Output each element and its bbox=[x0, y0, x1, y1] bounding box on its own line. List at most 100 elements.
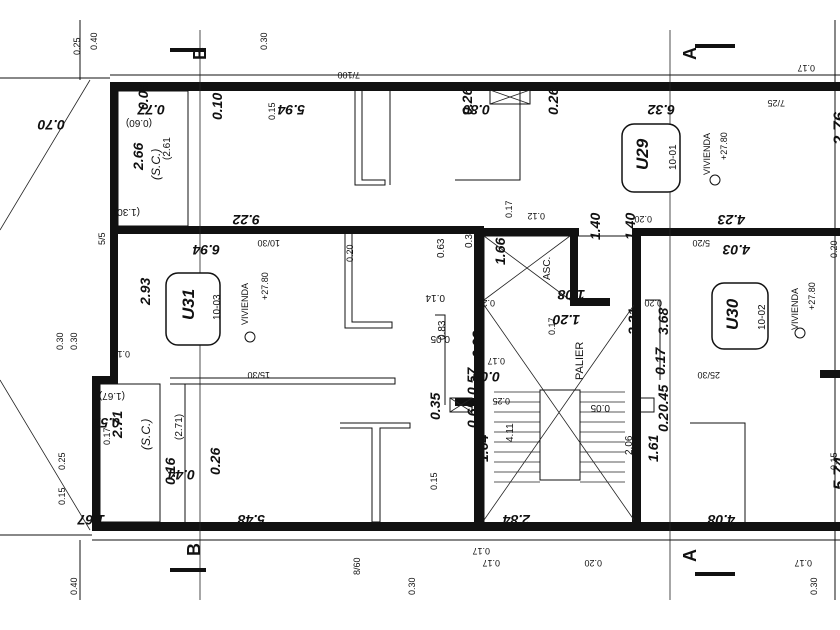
dim-label: 0.26 bbox=[207, 448, 223, 475]
dim-label: 2.93 bbox=[137, 278, 153, 306]
dim-label: 5/5 bbox=[97, 232, 107, 245]
partition-u31-b bbox=[170, 377, 396, 385]
dim-label: 0.12 bbox=[527, 211, 545, 221]
dim-label: 0.40 bbox=[89, 32, 99, 50]
dim-label: 0.17 bbox=[652, 347, 668, 375]
unit-id: U31 bbox=[179, 289, 198, 320]
dim-label: 1.08 bbox=[558, 287, 585, 303]
dim-label: 0.17 bbox=[794, 558, 812, 568]
dim-label: 0.20 bbox=[829, 240, 839, 258]
dim-label: 0.77 bbox=[137, 102, 165, 118]
wall-asc-bottom bbox=[570, 298, 610, 306]
unit-type: VIVIENDA bbox=[240, 283, 250, 325]
dim-label: 4.08 bbox=[708, 512, 736, 528]
partition-u29-a bbox=[354, 91, 386, 186]
dim-label: 0.25 bbox=[492, 396, 510, 406]
dim-label: 0.30 bbox=[55, 332, 65, 350]
dim-label: 0.15 bbox=[829, 452, 839, 470]
dim-label: 1.66 bbox=[492, 238, 508, 265]
section-markers: B B A A bbox=[170, 44, 735, 576]
dim-label: 0.17 bbox=[472, 546, 490, 556]
dim-label: 0.30 bbox=[69, 332, 79, 350]
dim-label: 0.20 bbox=[345, 244, 355, 262]
dim-label: 0.08 bbox=[473, 369, 500, 385]
stair-core bbox=[449, 89, 655, 527]
dim-label: 1.61 bbox=[645, 435, 661, 462]
dim-label: 0.40 bbox=[69, 577, 79, 595]
dim-label: 5.48 bbox=[238, 512, 265, 528]
section-a-top-label: A bbox=[680, 47, 700, 60]
dim-label: 15/30 bbox=[247, 370, 270, 380]
left-lower-wall bbox=[92, 380, 100, 530]
dim-label: 1.67 bbox=[77, 512, 105, 528]
dim-label: 0.17 bbox=[797, 63, 815, 73]
dim-label: 5/20 bbox=[692, 238, 710, 248]
dim-label: (0.60) bbox=[126, 117, 152, 128]
dim-label: 0.70 bbox=[38, 117, 65, 133]
dim-label: 3.68 bbox=[655, 308, 671, 335]
dim-label: 0.30 bbox=[259, 32, 269, 50]
dim-label: 25/30 bbox=[697, 370, 720, 380]
dim-label: 0.36 bbox=[464, 228, 475, 248]
dim-label: 1.64 bbox=[475, 435, 491, 462]
asc-label: ASC. bbox=[542, 257, 553, 280]
stair-diagonal-2 bbox=[483, 304, 635, 521]
wall-u30-top bbox=[632, 228, 840, 236]
shaft-box bbox=[449, 397, 473, 413]
dim-label: 9.22 bbox=[233, 212, 260, 228]
section-b-bottom-label: B bbox=[184, 543, 204, 556]
dim-label: 0.26 bbox=[545, 88, 561, 115]
dim-label: 0.17 bbox=[487, 356, 505, 366]
wall-mid-core bbox=[455, 398, 481, 406]
left-step-wall bbox=[92, 376, 118, 384]
section-a-bottom-bar bbox=[695, 572, 735, 576]
unit-id: U29 bbox=[633, 138, 652, 170]
dim-label: 0.20 bbox=[584, 558, 602, 568]
dim-label: 6.94 bbox=[193, 242, 220, 258]
dim-label: (2.61 bbox=[162, 137, 173, 160]
dim-label: 0.65 bbox=[464, 401, 480, 428]
dim-label: 0.26 bbox=[459, 88, 475, 115]
dim-label: 4.03 bbox=[723, 242, 751, 258]
palier-outline bbox=[483, 235, 635, 527]
dimension-labels: 5.94 0.26 0.80 0.26 6.32 0.77 0.10 0.05 … bbox=[38, 32, 840, 595]
dim-label: 0.63 bbox=[436, 238, 447, 258]
dim-label: 5.74 bbox=[830, 456, 840, 490]
sc-bottom-label: (S.C.) bbox=[139, 419, 153, 450]
dim-label: 0.22 bbox=[477, 298, 495, 308]
section-a-bottom-label: A bbox=[680, 549, 700, 562]
dim-label: 0.15 bbox=[57, 487, 67, 505]
dim-label: (1.30) bbox=[114, 206, 140, 217]
dim-label: (1.67) bbox=[99, 390, 125, 401]
partition-u30-a bbox=[690, 422, 746, 522]
window-top bbox=[489, 89, 531, 105]
dim-label: 10/30 bbox=[257, 238, 280, 248]
unit-id: U30 bbox=[723, 298, 742, 330]
dim-label: 0.05 bbox=[135, 83, 151, 110]
unit-tag-u29: U29 10-01 VIVIENDA +27.80 bbox=[621, 123, 729, 193]
dim-label: 0.44 bbox=[168, 467, 195, 483]
unit-code: 10-03 bbox=[212, 294, 223, 320]
wall-right-stub bbox=[820, 370, 840, 378]
dim-label: 2.76 bbox=[830, 111, 840, 146]
dim-label: 0.16 bbox=[162, 458, 178, 485]
wall-left-core bbox=[474, 226, 484, 526]
sc-top-label: (S.C.) bbox=[149, 149, 163, 180]
shaft-box-right bbox=[639, 397, 655, 413]
dim-label: 7/100 bbox=[337, 70, 360, 80]
dim-label: 0.17 bbox=[482, 558, 500, 568]
dim-label: 0.20 bbox=[644, 298, 662, 308]
unit-level: +27.80 bbox=[807, 282, 817, 310]
dim-label: 0.17 bbox=[102, 427, 112, 445]
dim-label: 1.40 bbox=[587, 213, 603, 240]
dim-label: 0.14 bbox=[425, 292, 445, 303]
interior-walls bbox=[110, 226, 840, 528]
section-b-top-label: B bbox=[190, 47, 210, 60]
partition-core-a bbox=[435, 314, 446, 405]
unit-tag-u30: U30 10-02 VIVIENDA +27.80 bbox=[711, 282, 817, 350]
unit-type: VIVIENDA bbox=[702, 133, 712, 175]
unit-tag-u31: U31 10-03 VIVIENDA +27.80 bbox=[165, 272, 270, 346]
section-a-top-bar bbox=[695, 44, 735, 48]
dim-label: 0.15 bbox=[429, 472, 439, 490]
